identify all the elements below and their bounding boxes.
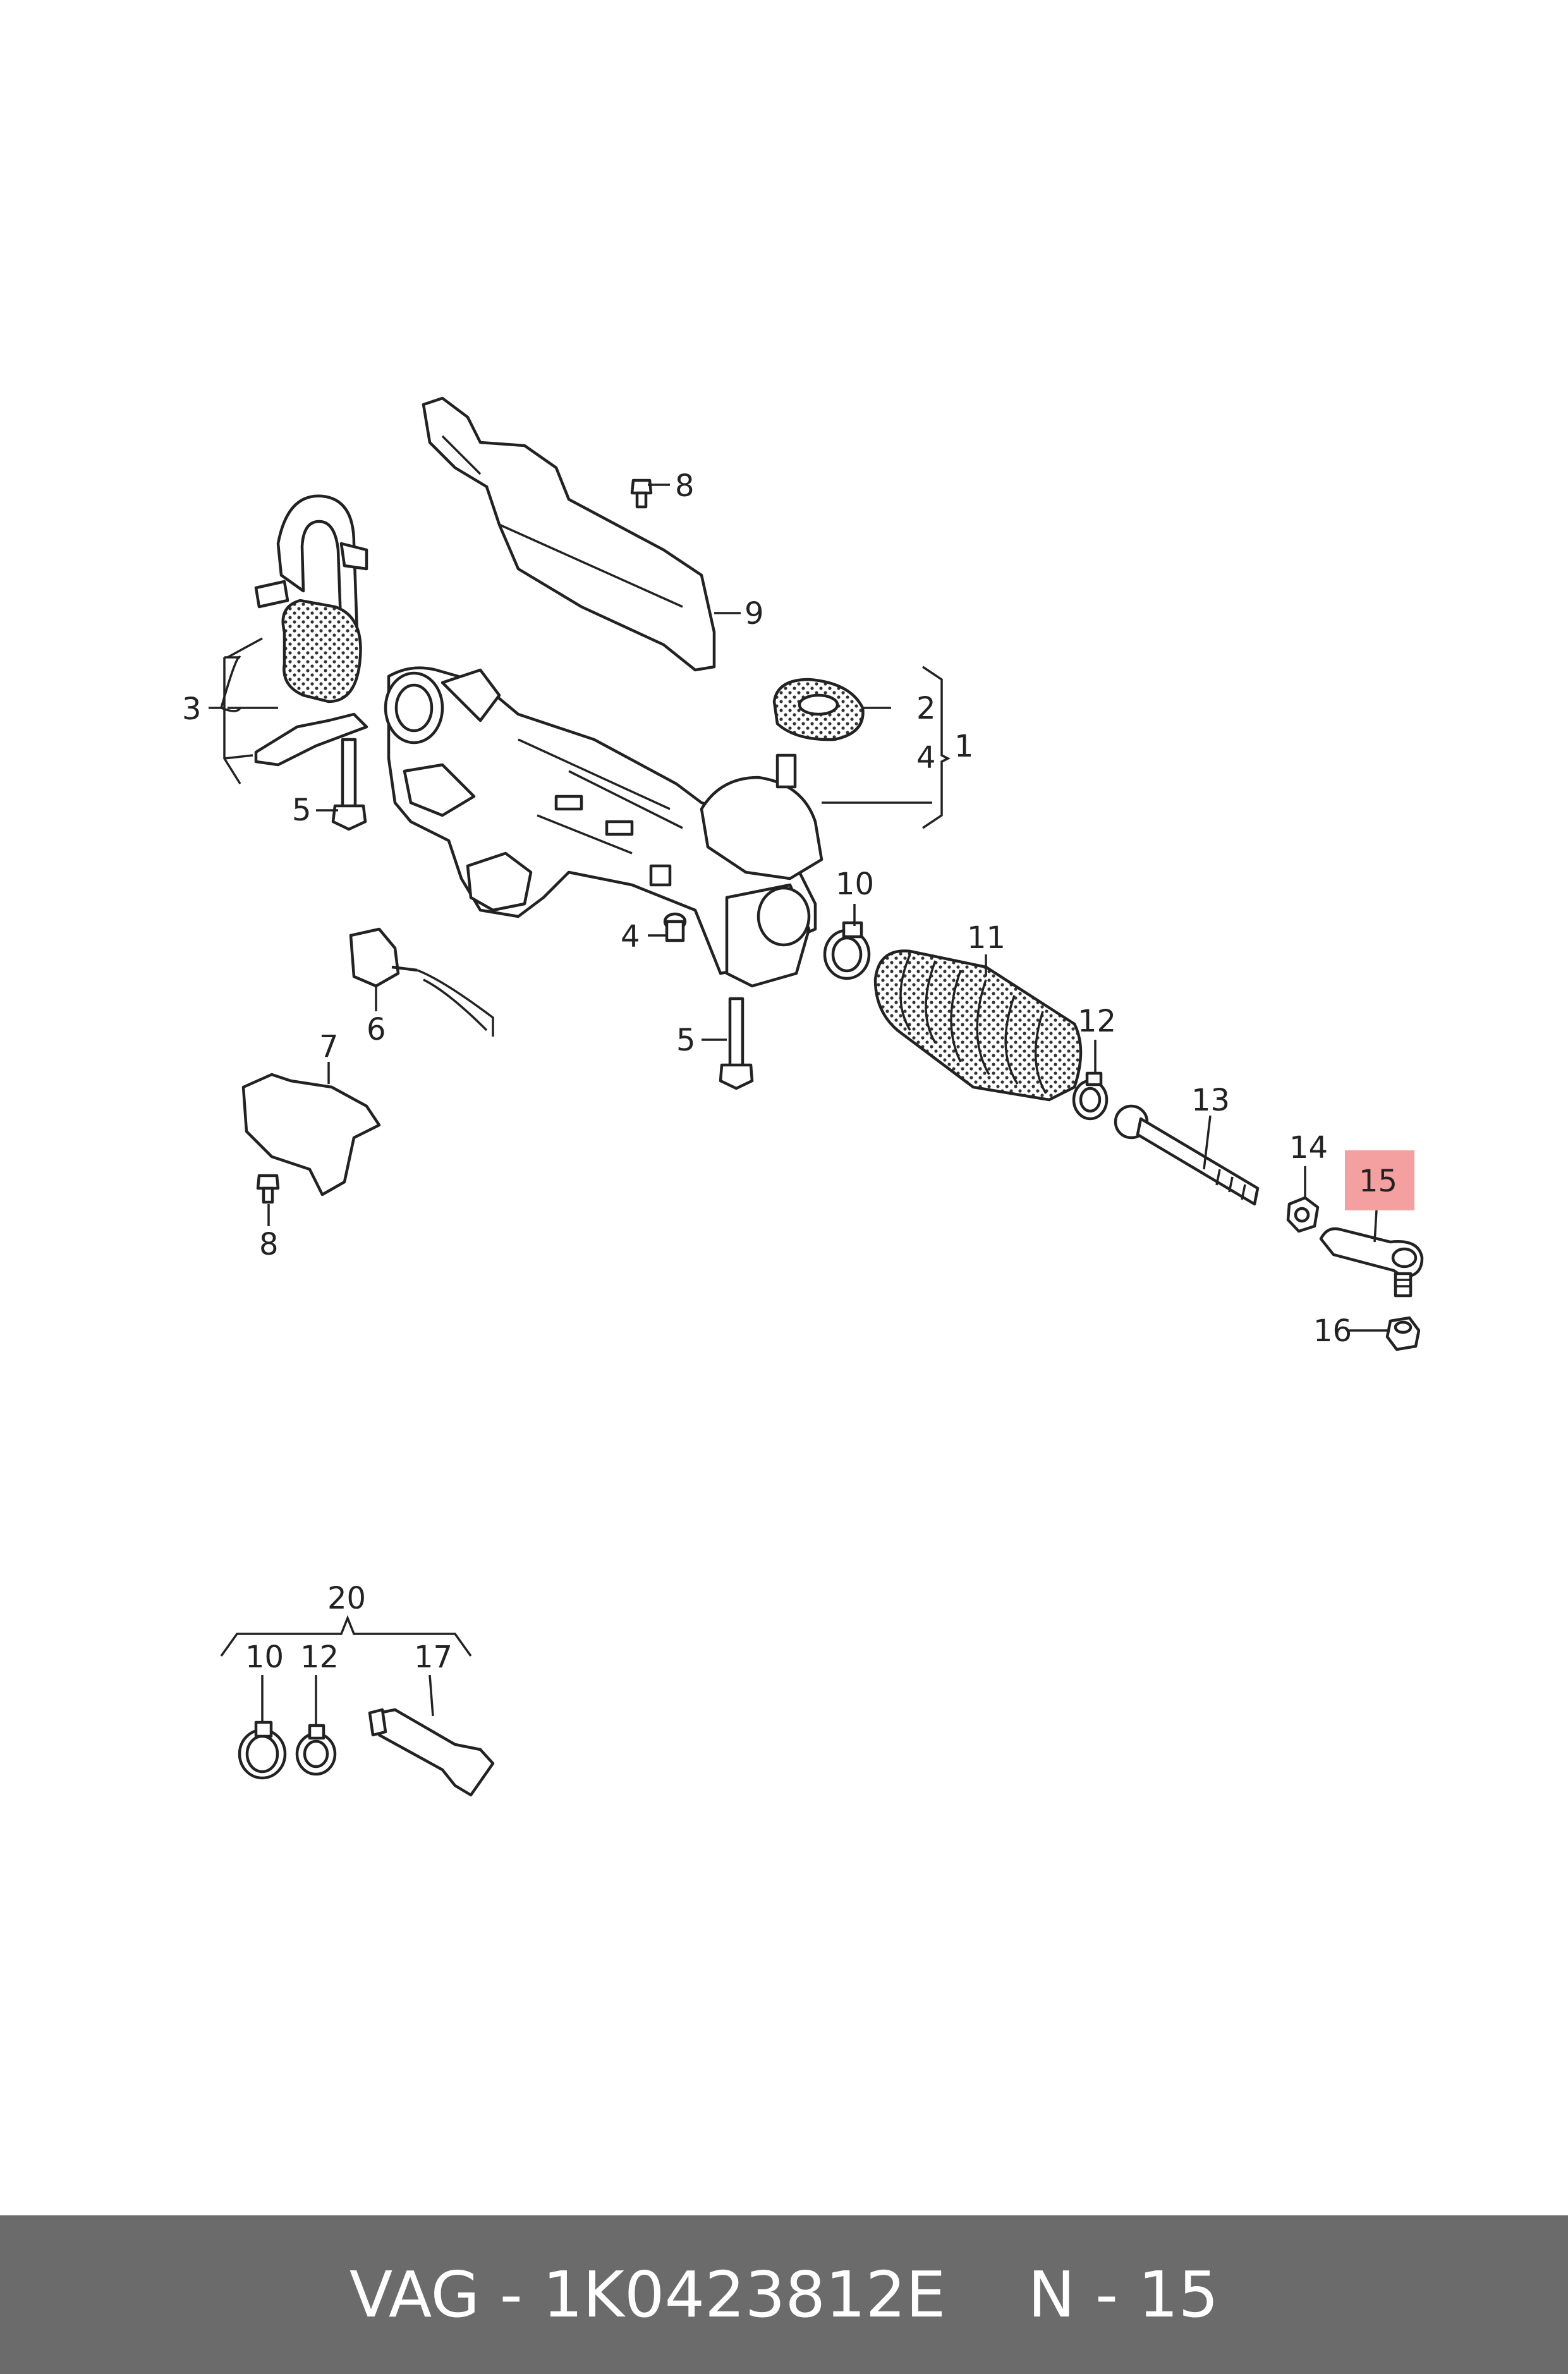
callout-labels: 9 8 3 2 4 1 5 5 4 6 7 8 10 11 12 13 14 1… xyxy=(182,468,1397,1675)
footer-part-number: 1K0423812E xyxy=(542,2258,946,2332)
callout-20: 20 xyxy=(327,1581,366,1616)
callout-15: 15 xyxy=(1359,1164,1397,1199)
callout-6: 6 xyxy=(367,1012,386,1047)
callout-4-bottom: 4 xyxy=(621,919,640,954)
bolt-part-5a xyxy=(331,738,367,831)
callout-5-left: 5 xyxy=(292,793,312,828)
callout-8-bottom: 8 xyxy=(259,1227,279,1262)
cover-part-7 xyxy=(241,1073,381,1196)
seal-ring-part-2 xyxy=(772,678,865,741)
part-number-footer: VAG - 1K0423812E N - 15 xyxy=(0,2215,1568,2374)
clamp-part-12-kit xyxy=(295,1724,337,1776)
callout-11: 11 xyxy=(967,920,1006,956)
callout-10: 10 xyxy=(836,867,874,902)
callout-16: 16 xyxy=(1313,1313,1352,1349)
clamp-part-12 xyxy=(1072,1071,1109,1121)
callout-leaders xyxy=(209,484,1387,1726)
callout-3: 3 xyxy=(182,691,202,727)
callout-4-top: 4 xyxy=(916,740,936,776)
callout-15-highlight xyxy=(1345,1150,1414,1210)
callout-10-kit: 10 xyxy=(245,1640,284,1675)
callout-14: 14 xyxy=(1289,1130,1328,1166)
sensor-part-6 xyxy=(349,927,494,1037)
callout-17: 17 xyxy=(414,1640,453,1675)
callout-12: 12 xyxy=(1078,1004,1116,1039)
clamp-part-10-kit xyxy=(238,1720,287,1780)
callout-13: 13 xyxy=(1191,1083,1230,1118)
footer-brand: VAG xyxy=(349,2258,480,2332)
callout-7: 7 xyxy=(319,1029,339,1064)
screw-plug-part-4 xyxy=(663,912,687,942)
steering-gear-housing xyxy=(384,666,824,988)
grease-tube-part-17 xyxy=(368,1708,495,1797)
boot-part-11 xyxy=(873,949,1083,1102)
footer-position-prefix: N xyxy=(1028,2258,1076,2332)
callout-8-top: 8 xyxy=(675,468,695,504)
callout-2: 2 xyxy=(916,691,936,726)
tie-rod-end-part-15[interactable] xyxy=(1319,1227,1424,1298)
mounting-clamp-part-3 xyxy=(254,494,368,767)
nut-part-16 xyxy=(1385,1316,1421,1351)
footer-separator: - xyxy=(499,2258,523,2332)
bolt-part-8b xyxy=(256,1174,280,1204)
bolt-part-8a xyxy=(630,478,653,509)
clamp-part-10 xyxy=(823,921,871,980)
footer-position-number: 15 xyxy=(1138,2258,1219,2332)
heat-shield-part-9 xyxy=(422,396,716,672)
callout-1: 1 xyxy=(954,729,974,764)
callout-5-bottom: 5 xyxy=(676,1023,696,1058)
bolt-part-5b xyxy=(719,997,754,1090)
tie-rod-part-13 xyxy=(1114,1104,1260,1206)
steering-rack-exploded-diagram: 9 8 3 2 4 1 5 5 4 6 7 8 10 11 12 13 14 1… xyxy=(182,396,1424,1797)
callout-9: 9 xyxy=(744,596,764,631)
nut-part-14 xyxy=(1286,1196,1320,1233)
callout-12-kit: 12 xyxy=(300,1640,339,1675)
